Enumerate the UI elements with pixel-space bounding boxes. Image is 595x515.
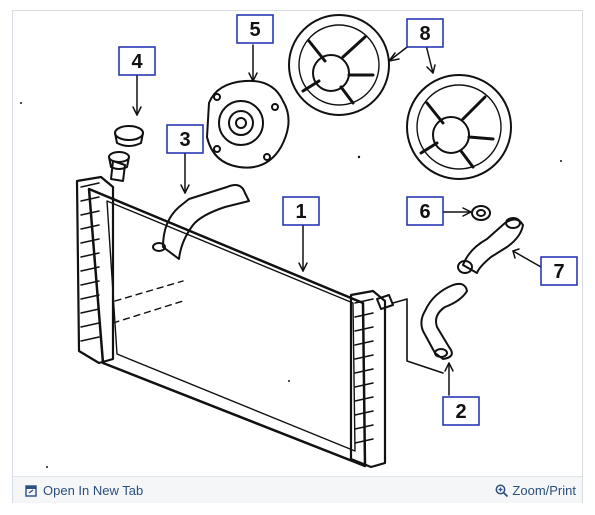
radiator [75, 160, 444, 469]
callout-8: 8 [406, 18, 444, 48]
bypass-hose [457, 217, 524, 274]
thermostat-fitting [471, 205, 491, 221]
callout-1: 1 [282, 196, 320, 226]
svg-text:3: 3 [179, 129, 190, 151]
zoom-print-label: Zoom/Print [512, 483, 576, 498]
svg-text:2: 2 [455, 401, 466, 423]
callout-2: 2 [442, 396, 480, 426]
callout-6: 6 [406, 196, 444, 226]
callout-4: 4 [118, 46, 156, 76]
water-pump [206, 79, 290, 169]
fan-pulley-upper [288, 14, 390, 116]
fan-pulley-lower [406, 74, 512, 180]
radiator-parts-diagram: 1 2 3 4 5 6 7 8 [20, 14, 578, 469]
diagram-footer: Open In New Tab Zoom/Print [13, 476, 582, 503]
svg-text:7: 7 [553, 261, 564, 283]
callout-7: 7 [540, 256, 578, 286]
callout-layer: 1 2 3 4 5 6 7 8 [118, 14, 578, 426]
radiator-cap [108, 125, 144, 170]
zoom-print-link[interactable]: Zoom/Print [495, 483, 576, 498]
open-new-tab-link[interactable]: Open In New Tab [25, 483, 143, 498]
upper-hose [152, 184, 250, 260]
lower-hose [420, 282, 468, 360]
callout-5: 5 [236, 14, 274, 44]
svg-text:5: 5 [249, 19, 260, 41]
svg-text:1: 1 [295, 201, 306, 223]
stray-dots [20, 102, 562, 468]
callout-3: 3 [166, 124, 204, 154]
svg-text:8: 8 [419, 23, 430, 45]
svg-text:6: 6 [419, 201, 430, 223]
magnifier-plus-icon [495, 484, 509, 497]
open-new-tab-label: Open In New Tab [43, 483, 144, 498]
new-tab-icon [25, 484, 37, 497]
svg-text:4: 4 [131, 51, 143, 73]
